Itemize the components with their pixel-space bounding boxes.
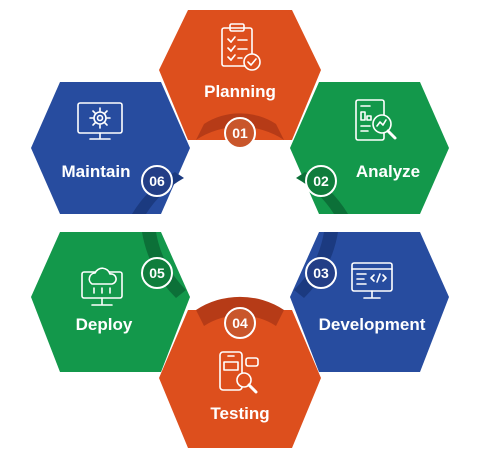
step-label-planning: Planning: [204, 82, 276, 101]
mobile-test-icon: [219, 351, 259, 394]
step-number: 03: [313, 265, 329, 281]
step-number: 04: [232, 315, 248, 331]
step-label-analyze: Analyze: [356, 162, 420, 181]
step-label-deploy: Deploy: [76, 315, 133, 334]
step-label-development: Development: [319, 315, 426, 334]
step-number: 05: [149, 265, 165, 281]
number-badge-03: 03: [305, 257, 337, 289]
checklist-icon: [221, 23, 261, 71]
hexagon-maintain: [31, 82, 190, 214]
number-badge-02: 02: [305, 165, 337, 197]
step-number: 06: [149, 173, 165, 189]
analysis-report-icon: [355, 99, 397, 141]
code-monitor-icon: [351, 262, 393, 299]
step-label-testing: Testing: [210, 404, 269, 423]
number-badge-06: 06: [141, 165, 173, 197]
number-badge-04: 04: [224, 307, 256, 339]
step-number: 01: [232, 125, 248, 141]
number-badge-01: 01: [224, 117, 256, 149]
step-number: 02: [313, 173, 329, 189]
hexagon-planning: [159, 10, 321, 140]
monitor-gear-icon: [77, 102, 123, 140]
hexagon-development: [290, 232, 449, 372]
step-label-maintain: Maintain: [62, 162, 131, 181]
number-badge-05: 05: [141, 257, 173, 289]
hexagon-deploy: [31, 232, 190, 372]
cloud-deploy-icon: [81, 267, 123, 306]
